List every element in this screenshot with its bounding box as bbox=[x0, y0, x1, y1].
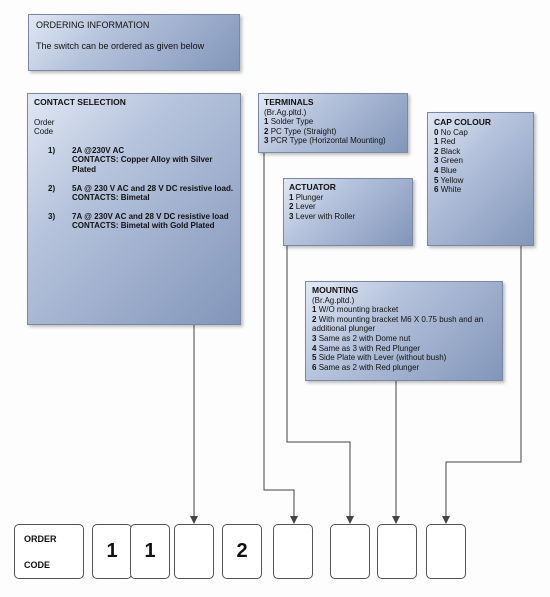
actuator-title: ACTUATOR bbox=[289, 182, 336, 192]
list-item: 1 Plunger bbox=[289, 192, 324, 202]
terminals-panel: TERMINALS (Br.Ag.pltd.) 1 Solder Type 2 … bbox=[258, 93, 408, 153]
list-item: 6 Same as 2 with Red plunger bbox=[312, 362, 420, 372]
contact-option-contacts: CONTACTS: Bimetal with Gold Plated bbox=[72, 221, 215, 231]
list-item: 3 Green bbox=[434, 156, 463, 166]
contact-option-spec: 7A @ 230V AC and 28 V DC resistive load bbox=[72, 211, 229, 221]
connector-actuator bbox=[286, 246, 354, 524]
order-label: ORDER bbox=[24, 534, 57, 544]
list-item: 4 Blue bbox=[434, 165, 457, 175]
list-item: 2 PC Type (Straight) bbox=[264, 126, 337, 136]
terminals-title: TERMINALS bbox=[264, 97, 314, 107]
list-item: 1 W/O mounting bracket bbox=[312, 305, 399, 315]
code-slot-6 bbox=[330, 524, 370, 579]
code-label: CODE bbox=[24, 560, 51, 570]
list-item: 4 Same as 3 with Red Plunger bbox=[312, 343, 421, 353]
code-slot-4: 2 bbox=[222, 524, 262, 579]
mounting-title: MOUNTING bbox=[312, 285, 359, 295]
list-item: 3 PCR Type (Horizontal Mounting) bbox=[264, 136, 386, 146]
mounting-subtitle: (Br.Ag.pltd.) bbox=[312, 295, 355, 305]
list-item: 2 Black bbox=[434, 146, 461, 156]
order-code-label-box: ORDER CODE bbox=[14, 524, 84, 579]
code-slot-1: 1 bbox=[92, 524, 132, 579]
code-slot-2: 1 bbox=[130, 524, 170, 579]
contact-option-3: 3) 7A @ 230V AC and 28 V DC resistive lo… bbox=[48, 211, 229, 231]
list-item: 3 Same as 2 with Dome nut bbox=[312, 333, 411, 343]
connector-cap bbox=[442, 246, 522, 524]
list-item: 6 White bbox=[434, 185, 462, 195]
list-item: 1 Red bbox=[434, 137, 456, 147]
list-item: 2 With mounting bracket M6 X 0.75 bush a… bbox=[312, 314, 484, 334]
terminals-subtitle: (Br.Ag.pltd.) bbox=[264, 107, 307, 117]
contact-option-spec: 2A @230V AC bbox=[72, 145, 125, 155]
contact-option-spec: 5A @ 230 V AC and 28 V DC resistive load… bbox=[72, 183, 234, 193]
mounting-panel: MOUNTING (Br.Ag.pltd.) 1 W/O mounting br… bbox=[305, 281, 503, 381]
code-slot-5 bbox=[273, 524, 313, 579]
cap-colour-title: CAP COLOUR bbox=[434, 117, 491, 127]
list-item: 3 Lever with Roller bbox=[289, 211, 356, 221]
contact-option-1: 1) 2A @230V AC CONTACTS: Copper Alloy wi… bbox=[48, 145, 213, 174]
ordering-information-panel: ORDERING INFORMATION The switch can be o… bbox=[28, 14, 240, 71]
order-code-label-2: Code bbox=[34, 127, 54, 137]
actuator-panel: ACTUATOR 1 Plunger 2 Lever 3 Lever with … bbox=[283, 178, 413, 246]
list-item: 5 Side Plate with Lever (without bush) bbox=[312, 353, 447, 363]
contact-option-contacts: CONTACTS: Copper Alloy with Silver Plate… bbox=[72, 155, 213, 174]
cap-colour-panel: CAP COLOUR 0 No Cap 1 Red 2 Black 3 Gree… bbox=[427, 112, 534, 246]
connector-terminals bbox=[263, 153, 298, 524]
contact-option-2: 2) 5A @ 230 V AC and 28 V DC resistive l… bbox=[48, 183, 234, 203]
list-item: 2 Lever bbox=[289, 202, 316, 212]
contact-selection-panel: CONTACT SELECTION Order Code 1) 2A @230V… bbox=[27, 93, 241, 325]
list-item: 1 Solder Type bbox=[264, 117, 314, 127]
ordering-title: ORDERING INFORMATION bbox=[36, 20, 150, 30]
contact-title: CONTACT SELECTION bbox=[34, 97, 126, 107]
ordering-subtitle: The switch can be ordered as given below bbox=[36, 40, 205, 51]
contact-option-contacts: CONTACTS: Bimetal bbox=[72, 193, 150, 203]
list-item: 0 No Cap bbox=[434, 127, 468, 137]
code-slot-7 bbox=[377, 524, 417, 579]
order-code-label-1: Order bbox=[34, 117, 55, 127]
list-item: 5 Yellow bbox=[434, 175, 464, 185]
code-slot-3 bbox=[174, 524, 214, 579]
code-slot-8 bbox=[426, 524, 466, 579]
